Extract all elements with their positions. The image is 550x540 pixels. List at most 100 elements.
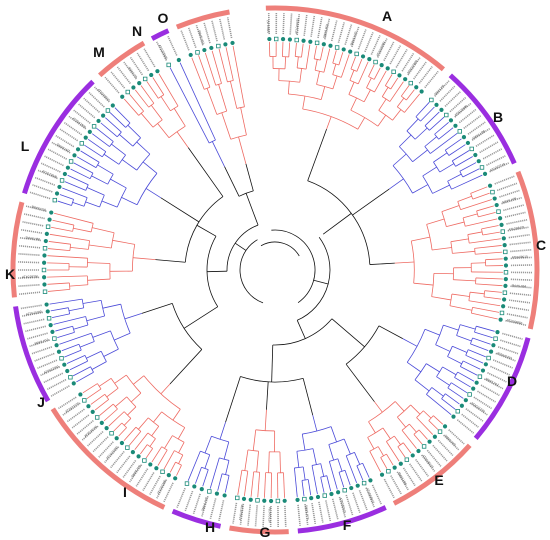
tree-branch [338,472,345,488]
leaf-marker [176,57,181,63]
tree-branch [234,242,247,251]
leaf-label-mark [209,498,217,519]
tree-branch [478,211,496,218]
leaf-label-mark [358,490,368,511]
leaf-marker [160,469,165,474]
leaf-marker [491,343,496,348]
leaf-label-mark [303,14,308,36]
leaf-label-mark [104,76,120,94]
tree-branch [70,168,91,180]
leaf-label-mark [475,134,495,147]
leaf-label-mark [71,414,90,429]
leaf-label-mark [122,459,137,478]
tree-branch [295,56,302,58]
tree-branch [397,416,407,428]
leaf-marker [120,94,125,99]
tree-branch [121,197,138,206]
tree-branch [462,213,478,219]
leaf-marker [184,481,190,486]
leaf-marker [379,472,385,477]
tree-branch [49,233,90,242]
leaf-marker [48,323,53,328]
leaf-label-mark [507,226,529,232]
leaf-label-mark [37,169,58,180]
tree-branch [435,344,451,352]
tree-branch [133,375,145,385]
leaf-label-mark [418,66,433,84]
tree-branch [422,166,437,177]
tree-branch [116,187,127,208]
tree-branch [447,173,462,182]
tree-branch [245,163,254,192]
leaf-label-mark [492,359,513,369]
tree-branch [142,161,158,174]
leaf-label-mark [437,439,454,457]
tree-branch [151,446,163,463]
leaf-label: AT2G31730 [470,401,486,413]
leaf-marker [321,42,326,47]
leaf-marker [490,189,495,195]
clade-band-j [13,306,51,403]
leaf-marker [137,81,142,86]
tree-branch [79,341,95,348]
tree-branch [179,62,216,141]
leaf-label-mark [389,45,402,65]
leaf-marker [119,440,125,446]
tree-branch [460,324,476,330]
leaf-label: AT4G28790 [22,274,38,279]
leaf-marker [241,496,247,502]
tree-branch [103,408,118,422]
tree-branch [465,354,484,364]
clade-band-f [297,505,387,534]
tree-branch [84,144,103,158]
tree-branch [107,173,114,185]
tree-branch [484,290,502,293]
clade-bands [10,5,540,535]
leaf-marker [341,47,346,52]
leaf-label-mark [432,444,448,462]
tree-branch [173,108,186,127]
leaf-label-mark [344,24,353,45]
leaf-marker [173,476,178,481]
tree-branch [127,406,137,416]
tree-branch [225,460,230,475]
tree-branch [82,299,102,304]
tree-branch [68,282,71,290]
leaf-label-mark [487,371,507,383]
tree-branch [426,394,452,416]
leaf-marker [68,159,74,164]
leaf-label-mark [211,20,218,42]
clade-band-i [50,407,166,510]
tree-branch [441,205,460,212]
leaf-label-mark [149,475,161,495]
clade-letter-c: C [536,237,546,253]
tree-branch [244,449,249,471]
tree-branch [483,296,502,300]
tree-branch [196,224,217,237]
leaf-label-mark [338,496,346,518]
leaf-marker [487,183,493,188]
tree-branch [61,343,80,352]
tree-branch [424,111,440,126]
leaf-marker [373,59,378,65]
tree-branch [132,244,136,272]
leaf-label-mark [19,245,41,249]
leaf-marker [214,491,220,496]
leaf-label-mark [34,352,55,362]
tree-branch [447,382,452,389]
leaf-marker [474,380,479,385]
leaf-marker [209,45,214,51]
leaf-label: AT2G20180 [26,310,43,317]
leaf-marker [142,76,148,82]
leaf-marker [419,89,424,94]
tree-branch [160,96,171,112]
tree-branch [406,89,415,101]
tree-branch [386,441,400,462]
leaf-marker [99,420,104,425]
tree-branch [151,426,160,437]
tree-branch [252,429,257,451]
tree-branch [301,480,305,497]
tree-branch [369,262,395,265]
tree-branch [68,307,84,312]
tree-branch [57,331,75,339]
